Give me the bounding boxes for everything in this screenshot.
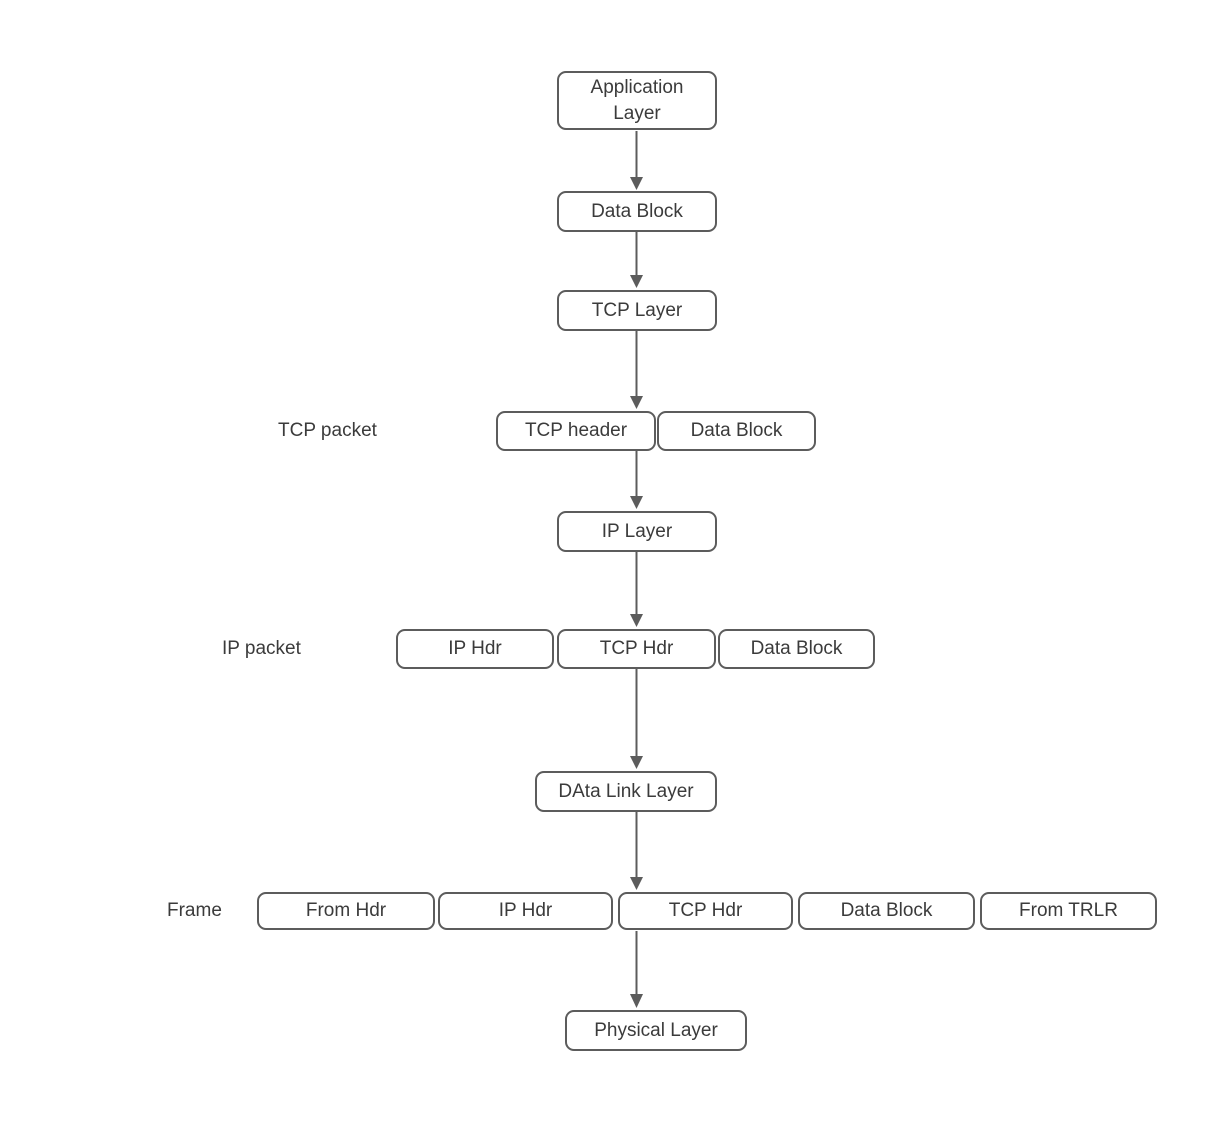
label-frame: Frame <box>167 900 222 921</box>
node-application-layer: Application Layer <box>557 71 717 130</box>
segment-tcp-header: TCP header <box>496 411 656 451</box>
arrow-datalink-to-frame <box>630 812 643 890</box>
arrow-datablock-to-tcplayer <box>630 232 643 288</box>
label-ip-packet: IP packet <box>222 638 301 659</box>
segment-tcp-hdr: TCP Hdr <box>618 892 793 930</box>
label-tcp-packet: TCP packet <box>278 420 377 441</box>
segment-data-block: Data Block <box>657 411 816 451</box>
segment-ip-hdr: IP Hdr <box>396 629 554 669</box>
segment-tcp-hdr: TCP Hdr <box>557 629 716 669</box>
segment-from-trlr: From TRLR <box>980 892 1157 930</box>
segment-data-block: Data Block <box>718 629 875 669</box>
node-tcp-layer: TCP Layer <box>557 290 717 331</box>
node-data-link-layer: DAta Link Layer <box>535 771 717 812</box>
segment-data-block: Data Block <box>798 892 975 930</box>
segment-from-hdr: From Hdr <box>257 892 435 930</box>
arrow-application-to-datablock <box>630 131 643 190</box>
arrow-ippacket-to-datalink <box>630 669 643 769</box>
arrow-frame-to-physical <box>630 931 643 1008</box>
arrow-iplayer-to-ippacket <box>630 552 643 627</box>
node-ip-layer: IP Layer <box>557 511 717 552</box>
arrow-tcppacket-to-iplayer <box>630 451 643 509</box>
segment-ip-hdr: IP Hdr <box>438 892 613 930</box>
node-data-block: Data Block <box>557 191 717 232</box>
arrow-tcplayer-to-tcppacket <box>630 331 643 409</box>
node-physical-layer: Physical Layer <box>565 1010 747 1051</box>
